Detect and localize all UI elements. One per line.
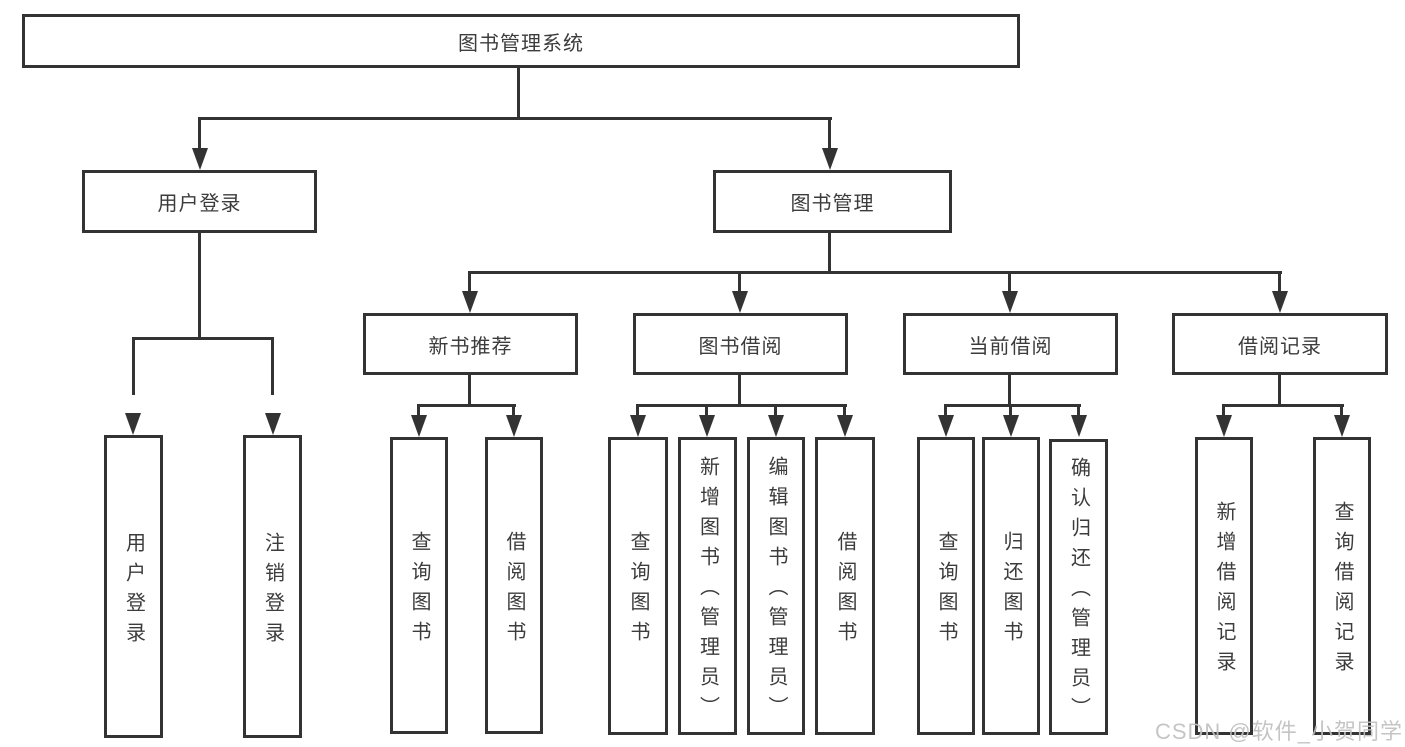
- connector-borrow-records-drop: [1278, 271, 1281, 293]
- node-logout: 注销登录: [243, 435, 302, 738]
- arrowhead-cb-confirm: [1071, 415, 1087, 437]
- node-cb-query-books: 查询图书: [917, 437, 975, 735]
- arrowhead-br-query: [1334, 415, 1350, 437]
- node-bb-borrow-books-label: 借阅图书: [834, 531, 856, 651]
- connector-bb-add-drop: [705, 404, 708, 418]
- connector-borrow-records-bus: [1222, 404, 1344, 407]
- node-nb-query-books-label: 查询图书: [408, 530, 430, 651]
- connector-new-book-rec-bus: [417, 404, 516, 407]
- node-root: 图书管理系统: [22, 14, 1020, 68]
- connector-current-borrow-stem: [1008, 375, 1011, 407]
- connector-book-borrow-bus: [636, 404, 847, 407]
- connector-root-bus: [198, 117, 832, 120]
- arrowhead-logout: [265, 413, 281, 435]
- connector-login-drop: [132, 337, 135, 395]
- watermark: CSDN @软件_小贺同学: [1154, 719, 1403, 744]
- node-current-borrow: 当前借阅: [903, 313, 1118, 375]
- arrowhead-nb-borrow: [506, 415, 522, 437]
- connector-borrow-records-stem: [1278, 375, 1281, 407]
- arrowhead-current-borrow: [1002, 291, 1018, 313]
- arrowhead-borrow-records: [1272, 291, 1288, 313]
- node-br-add-record: 新增借阅记录: [1195, 437, 1253, 735]
- node-br-query-record: 查询借阅记录: [1313, 437, 1371, 735]
- connector-book-mgmt-drop: [828, 117, 831, 155]
- node-login: 用户登录: [104, 435, 163, 738]
- arrowhead-cb-return: [1003, 415, 1019, 437]
- node-new-book-rec-label: 新书推荐: [428, 335, 513, 358]
- node-bb-borrow-books: 借阅图书: [815, 437, 875, 735]
- node-book-borrow-label: 图书借阅: [698, 335, 783, 358]
- connector-cb-return-drop: [1009, 404, 1012, 418]
- node-cb-confirm-return-admin: 确认归还（管理员）: [1049, 439, 1108, 735]
- arrowhead-book-borrow: [732, 291, 748, 313]
- connector-cb-query-drop: [944, 404, 947, 418]
- connector-current-borrow-drop: [1008, 271, 1011, 293]
- arrowhead-user-login: [192, 148, 208, 170]
- node-root-label: 图书管理系统: [458, 32, 584, 55]
- connector-book-borrow-stem: [738, 375, 741, 407]
- connector-br-add-drop: [1222, 404, 1225, 418]
- connector-logout-drop: [271, 337, 274, 395]
- arrowhead-bb-query: [630, 415, 646, 437]
- node-book-mgmt: 图书管理: [713, 170, 952, 233]
- connector-user-login-bus: [132, 337, 274, 340]
- node-current-borrow-label: 当前借阅: [968, 335, 1053, 358]
- arrowhead-br-add: [1216, 415, 1232, 437]
- connector-root-stem: [517, 68, 520, 120]
- connector-book-mgmt-bus: [468, 271, 1282, 274]
- connector-nb-query-drop: [417, 404, 420, 418]
- connector-nb-borrow-drop: [512, 404, 515, 418]
- node-bb-add-books-admin: 新增图书（管理员）: [678, 437, 737, 735]
- arrowhead-bb-edit: [768, 415, 784, 437]
- node-nb-borrow-books: 借阅图书: [485, 437, 543, 734]
- node-book-mgmt-label: 图书管理: [790, 193, 875, 215]
- node-user-login-label: 用户登录: [157, 193, 242, 215]
- arrowhead-bb-add: [699, 415, 715, 437]
- node-br-query-record-label: 查询借阅记录: [1331, 501, 1353, 681]
- node-cb-return-books: 归还图书: [982, 437, 1040, 735]
- node-cb-query-books-label: 查询图书: [935, 531, 957, 651]
- arrowhead-new-book-rec: [462, 291, 478, 313]
- arrowhead-book-mgmt: [822, 148, 838, 170]
- connector-new-book-rec-drop: [468, 271, 471, 293]
- node-bb-edit-books-admin: 编辑图书（管理员）: [747, 437, 805, 735]
- connector-br-query-drop: [1340, 404, 1343, 418]
- node-bb-edit-books-admin-label: 编辑图书（管理员）: [765, 456, 787, 726]
- arrowhead-login: [125, 413, 141, 435]
- arrowhead-nb-query: [411, 415, 427, 437]
- arrowhead-cb-query: [938, 415, 954, 437]
- node-nb-borrow-books-label: 借阅图书: [503, 530, 525, 651]
- connector-new-book-rec-stem: [468, 375, 471, 407]
- connector-book-borrow-drop: [738, 271, 741, 293]
- arrowhead-bb-borrow: [837, 415, 853, 437]
- connector-bb-query-drop: [636, 404, 639, 418]
- node-bb-query-books-label: 查询图书: [627, 531, 649, 651]
- node-cb-return-books-label: 归还图书: [1000, 531, 1022, 651]
- connector-user-login-stem: [198, 233, 201, 340]
- connector-book-mgmt-stem: [828, 233, 831, 274]
- connector-bb-edit-drop: [774, 404, 777, 418]
- node-bb-add-books-admin-label: 新增图书（管理员）: [696, 456, 719, 726]
- node-br-add-record-label: 新增借阅记录: [1213, 501, 1235, 681]
- connector-current-borrow-bus: [944, 404, 1081, 407]
- node-login-label: 用户登录: [122, 531, 145, 652]
- connector-cb-confirm-drop: [1077, 404, 1080, 418]
- node-book-borrow: 图书借阅: [633, 313, 848, 375]
- node-borrow-records: 借阅记录: [1172, 313, 1388, 375]
- node-borrow-records-label: 借阅记录: [1238, 335, 1322, 358]
- connector-user-login-drop: [198, 117, 201, 155]
- node-bb-query-books: 查询图书: [608, 437, 668, 735]
- node-cb-confirm-return-admin-label: 确认归还（管理员）: [1067, 457, 1090, 727]
- node-nb-query-books: 查询图书: [390, 437, 448, 734]
- node-user-login: 用户登录: [82, 170, 317, 233]
- node-new-book-rec: 新书推荐: [363, 313, 578, 375]
- connector-bb-borrow-drop: [843, 404, 846, 418]
- node-logout-label: 注销登录: [261, 531, 284, 652]
